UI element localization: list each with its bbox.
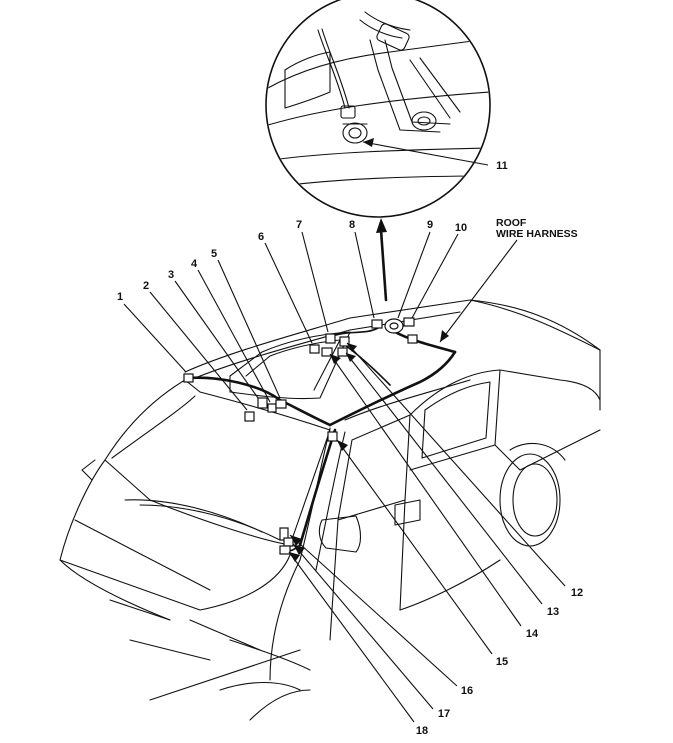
callout-9: 9 — [427, 219, 433, 231]
connector-1 — [183, 373, 194, 383]
leader-lines — [123, 138, 566, 723]
connector-17 — [283, 537, 294, 547]
connector-6 — [309, 344, 320, 354]
truck-body — [59, 299, 601, 721]
detail-inset — [265, 0, 491, 218]
detail-arrow — [376, 218, 388, 302]
connector-2 — [244, 411, 255, 422]
callout-17: 17 — [438, 708, 450, 720]
connector-8 — [371, 319, 383, 329]
callout-15: 15 — [496, 656, 508, 668]
callout-10: 10 — [455, 222, 467, 234]
callout-13: 13 — [547, 606, 559, 618]
connector-18 — [279, 545, 291, 555]
callout-labels: 1 2 3 4 5 6 7 8 9 10 11 12 13 14 15 16 1… — [117, 160, 583, 737]
connector-5 — [275, 399, 287, 409]
callout-1: 1 — [117, 291, 123, 303]
callout-11: 11 — [496, 160, 508, 172]
callout-8: 8 — [349, 219, 355, 231]
connectors — [183, 317, 418, 555]
connector-13 — [337, 347, 348, 357]
callout-5: 5 — [211, 248, 217, 260]
callout-12: 12 — [571, 587, 583, 599]
callout-16: 16 — [461, 685, 473, 697]
connector-10 — [403, 317, 415, 327]
callout-3: 3 — [168, 269, 174, 281]
connector-12 — [339, 336, 350, 347]
connector-10b — [407, 334, 418, 344]
callout-2: 2 — [143, 280, 149, 292]
callout-6: 6 — [258, 231, 264, 243]
roof-harness-label-line1: ROOF — [496, 217, 527, 229]
connector-4 — [267, 403, 277, 413]
callout-4: 4 — [191, 258, 198, 270]
connector-3 — [257, 397, 268, 409]
callout-14: 14 — [526, 628, 539, 640]
connector-7 — [325, 333, 336, 344]
callout-18: 18 — [416, 725, 428, 737]
roof-harness-label-line2: WIRE HARNESS — [496, 228, 578, 240]
connector-14 — [321, 347, 333, 357]
roof-wire-harness — [186, 327, 457, 552]
callout-7: 7 — [296, 219, 302, 231]
connector-15 — [327, 431, 338, 442]
